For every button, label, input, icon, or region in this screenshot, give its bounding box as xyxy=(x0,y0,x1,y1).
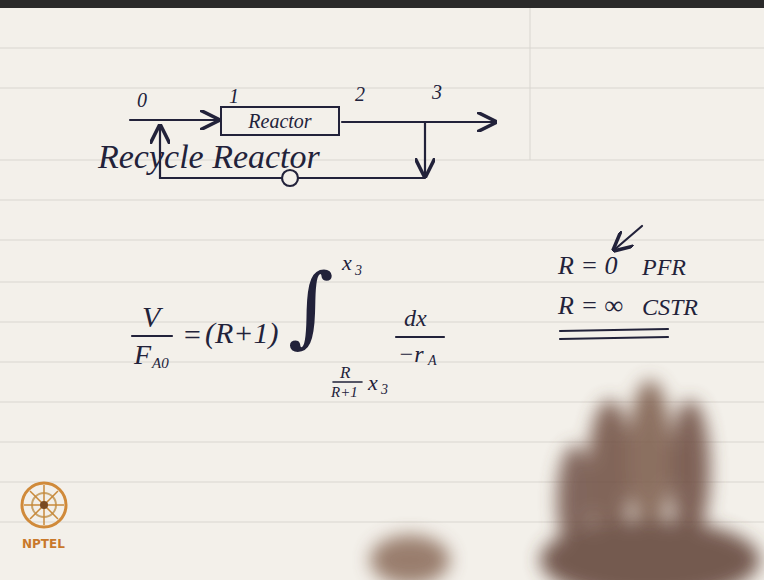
subscript: A0 xyxy=(152,356,169,371)
integral-limit: R xyxy=(340,364,350,381)
stream-number: 0 xyxy=(137,90,147,110)
stream-number: 1 xyxy=(229,86,239,106)
node-label: Reactor xyxy=(248,111,311,131)
logo-text: NPTEL xyxy=(22,538,65,550)
note: PFR xyxy=(642,255,686,279)
equation-term: (R+1) xyxy=(205,318,279,348)
equation-term: V xyxy=(142,302,160,332)
top-edge xyxy=(0,0,764,8)
stream-number: 3 xyxy=(432,82,442,102)
stream-number: 2 xyxy=(355,84,365,104)
fraction-bar xyxy=(132,335,172,337)
note: R = 0 xyxy=(558,253,617,279)
pointer-arrow xyxy=(614,226,642,250)
integral-limit: R+1 xyxy=(331,385,358,400)
equation-term: F xyxy=(134,341,151,369)
underline xyxy=(560,337,668,339)
feed-stream xyxy=(130,119,218,121)
fraction-bar xyxy=(333,381,362,383)
equation-term: −r xyxy=(398,342,424,366)
integral-limit: x xyxy=(368,372,378,394)
subscript: 3 xyxy=(355,264,362,278)
note: R = ∞ xyxy=(558,293,623,319)
note: CSTR xyxy=(642,295,698,319)
integral-sign: ∫ xyxy=(288,262,334,350)
nptel-logo xyxy=(22,483,66,527)
product-stream xyxy=(342,121,495,123)
recycle-split xyxy=(424,122,426,176)
integral-limit: x xyxy=(342,252,352,274)
fraction-bar xyxy=(396,336,444,338)
underline xyxy=(560,329,668,331)
recycle-line xyxy=(298,177,425,179)
equation-term: dx xyxy=(404,306,427,330)
equation-term: = xyxy=(182,320,202,350)
reactor-box: Reactor xyxy=(220,106,340,136)
subscript: A xyxy=(428,354,437,368)
hand xyxy=(370,380,760,580)
heading: Recycle Reactor xyxy=(98,140,320,174)
subscript: 3 xyxy=(381,383,388,397)
